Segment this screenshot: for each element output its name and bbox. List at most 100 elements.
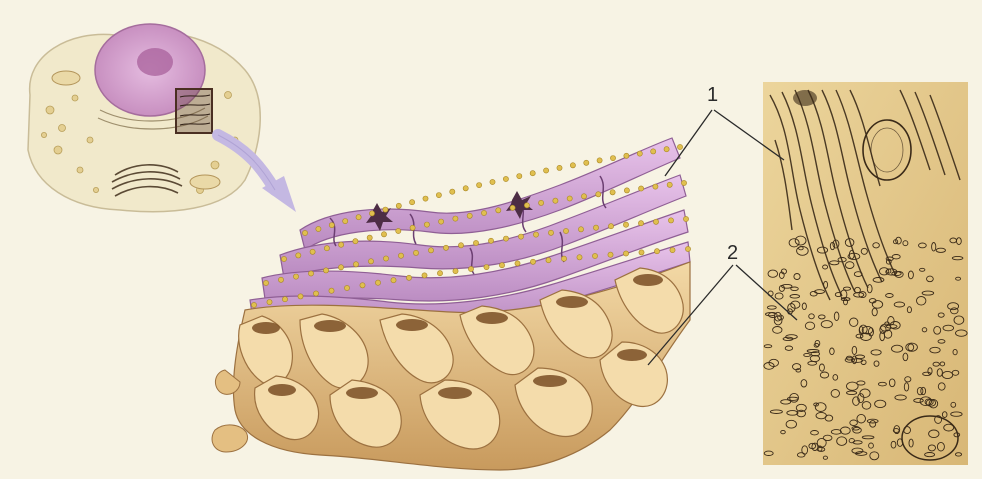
ribosome xyxy=(410,225,415,230)
ribosome xyxy=(685,246,690,251)
ribosome xyxy=(422,273,427,278)
ribosome xyxy=(593,225,598,230)
ribosome xyxy=(668,218,673,223)
ribosome xyxy=(517,174,522,179)
ribosome xyxy=(329,288,334,293)
ribosome xyxy=(608,224,613,229)
ribosome xyxy=(596,192,601,197)
ribosome xyxy=(278,277,283,282)
ribosome xyxy=(496,208,501,213)
smooth-er-tube xyxy=(212,425,248,452)
ribosome xyxy=(423,196,428,201)
ribosome xyxy=(597,158,602,163)
ribosome xyxy=(639,186,644,191)
ribosome xyxy=(396,228,401,233)
ribosome xyxy=(681,180,686,185)
ribosome xyxy=(524,203,529,208)
ribosome xyxy=(653,184,658,189)
mitochondrion xyxy=(52,71,80,85)
ribosome xyxy=(424,222,429,227)
ribosome xyxy=(578,227,583,232)
ribosome xyxy=(651,149,656,154)
label-1: 1 xyxy=(707,84,718,106)
ribosome xyxy=(683,216,688,221)
ribosome xyxy=(488,238,493,243)
ribosome xyxy=(353,239,358,244)
ribosome xyxy=(267,300,272,305)
ribosome xyxy=(499,263,504,268)
ribosome xyxy=(463,186,468,191)
ribosome xyxy=(282,297,287,302)
ribosome xyxy=(406,275,411,280)
cell-overview xyxy=(28,24,260,212)
ribosome xyxy=(251,302,256,307)
ribosome xyxy=(356,215,361,220)
ribosome xyxy=(567,196,572,201)
ribosome xyxy=(375,280,380,285)
ribosome xyxy=(503,236,508,241)
ribosome xyxy=(344,285,349,290)
ribosome xyxy=(548,230,553,235)
ribosome xyxy=(654,249,659,254)
ribosome xyxy=(468,266,473,271)
ribosome xyxy=(367,235,372,240)
ribosome xyxy=(263,280,268,285)
ribosome xyxy=(490,179,495,184)
ribosome xyxy=(610,156,615,161)
ribosome xyxy=(439,219,444,224)
ribosome xyxy=(539,200,544,205)
ribosome xyxy=(557,165,562,170)
ribosome xyxy=(477,183,482,188)
ribosome xyxy=(329,223,334,228)
ribosome xyxy=(443,245,448,250)
ribosome xyxy=(664,147,669,152)
micrograph-frame xyxy=(763,82,968,465)
ribosome xyxy=(381,232,386,237)
ribosome xyxy=(339,242,344,247)
ribosome xyxy=(518,234,523,239)
ribosome xyxy=(368,259,373,264)
ribosome xyxy=(316,226,321,231)
ribosome xyxy=(624,153,629,158)
ribosome xyxy=(503,176,508,181)
ribosome xyxy=(677,144,682,149)
ribosome xyxy=(428,248,433,253)
ribosome xyxy=(653,219,658,224)
ribosome xyxy=(410,200,415,205)
ribosome xyxy=(473,240,478,245)
ribosome xyxy=(544,168,549,173)
ribosome xyxy=(608,252,613,257)
ribosome xyxy=(515,261,520,266)
ribosome xyxy=(398,253,403,258)
ribosome xyxy=(391,278,396,283)
ribosome xyxy=(324,246,329,251)
ribosome xyxy=(530,259,535,264)
electron-micrograph xyxy=(763,82,968,465)
ribosome xyxy=(561,256,566,261)
ribosome xyxy=(667,182,672,187)
ribosome xyxy=(610,190,615,195)
ribosome xyxy=(670,248,675,253)
label-2: 2 xyxy=(727,242,738,264)
ribosome xyxy=(323,268,328,273)
ribosome xyxy=(310,249,315,254)
ribosome xyxy=(533,232,538,237)
ribosome xyxy=(308,271,313,276)
ribosome xyxy=(353,262,358,267)
ribosome xyxy=(623,222,628,227)
ribosome xyxy=(383,207,388,212)
ribosome xyxy=(467,213,472,218)
ribosome xyxy=(360,283,365,288)
ribosome xyxy=(623,251,628,256)
ribosome xyxy=(581,194,586,199)
ribosome xyxy=(458,243,463,248)
ribosome xyxy=(383,256,388,261)
ribosome xyxy=(481,210,486,215)
ribosome xyxy=(298,294,303,299)
ribosome xyxy=(302,230,307,235)
ribosome xyxy=(638,221,643,226)
ribosome xyxy=(413,250,418,255)
ribosome xyxy=(369,211,374,216)
ribosome xyxy=(577,255,582,260)
